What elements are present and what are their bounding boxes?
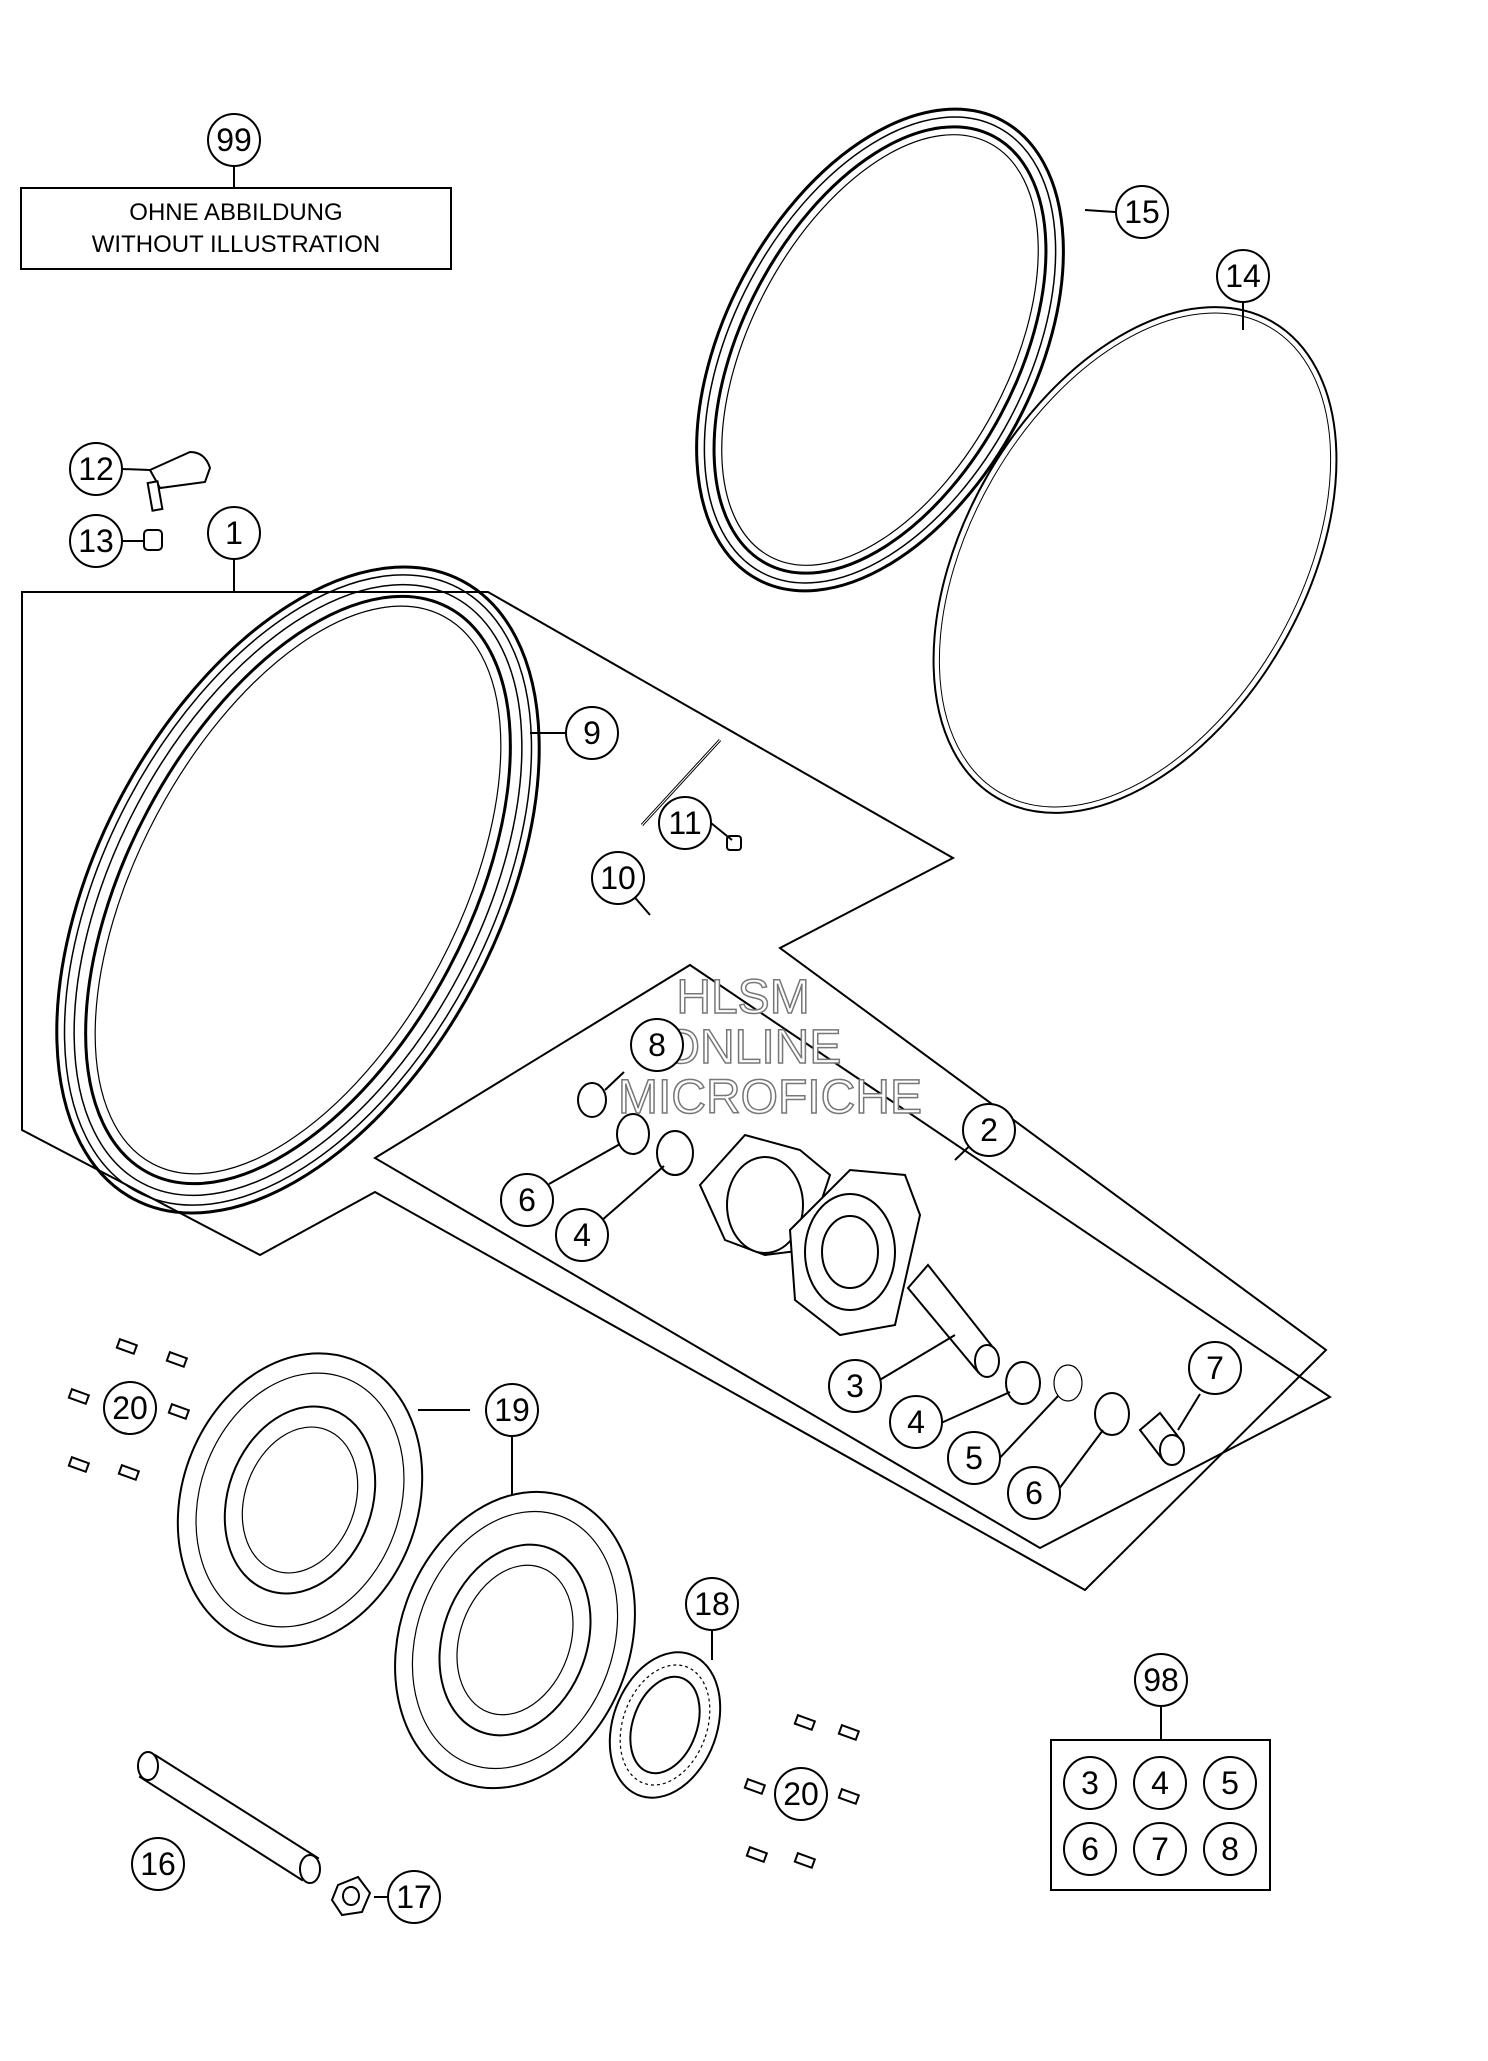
svg-text:14: 14 <box>1225 258 1261 294</box>
disc-bolts-group-top <box>67 1337 191 1482</box>
svg-text:3: 3 <box>1081 1765 1099 1801</box>
callout-8[interactable]: 8 <box>630 1018 684 1072</box>
callout-6-left[interactable]: 6 <box>500 1173 554 1227</box>
note-box <box>20 187 452 270</box>
bearing-part-4-right <box>1005 1361 1041 1405</box>
callout-4-left[interactable]: 4 <box>555 1208 609 1262</box>
callout-3[interactable]: 3 <box>828 1359 882 1413</box>
abs-sensor-ring-part <box>608 1651 722 1799</box>
callout-1[interactable]: 1 <box>207 506 261 560</box>
callout-10[interactable]: 10 <box>591 851 645 905</box>
kit-item-5[interactable]: 5 <box>1203 1756 1257 1810</box>
hub-part <box>698 1133 922 1337</box>
seal-part-6-left <box>616 1113 650 1155</box>
svg-text:6: 6 <box>518 1182 536 1218</box>
wheel-axle-part <box>137 1751 321 1884</box>
svg-text:4: 4 <box>907 1404 925 1440</box>
svg-text:11: 11 <box>668 805 701 841</box>
svg-text:12: 12 <box>78 451 114 487</box>
spoke-part-inner <box>641 739 721 826</box>
svg-text:6: 6 <box>1081 1831 1099 1867</box>
callout-14[interactable]: 14 <box>1216 249 1270 303</box>
watermark-line-2: ONLINE <box>663 1021 842 1074</box>
watermark-line-3: MICROFICHE <box>618 1071 922 1124</box>
svg-text:5: 5 <box>965 1440 983 1476</box>
callout-7[interactable]: 7 <box>1188 1341 1242 1395</box>
svg-text:3: 3 <box>846 1368 864 1404</box>
svg-text:13: 13 <box>78 523 114 559</box>
svg-text:16: 16 <box>140 1846 176 1882</box>
seal-part-6-right <box>1094 1392 1130 1436</box>
svg-text:8: 8 <box>1221 1831 1239 1867</box>
callout-13[interactable]: 13 <box>69 514 123 568</box>
tire-part <box>695 107 1065 593</box>
svg-text:8: 8 <box>648 1027 666 1063</box>
svg-text:7: 7 <box>1151 1831 1169 1867</box>
svg-text:6: 6 <box>1025 1475 1043 1511</box>
rim-tape-part <box>932 306 1338 814</box>
callout-18[interactable]: 18 <box>685 1577 739 1631</box>
svg-text:10: 10 <box>600 860 636 896</box>
callout-15[interactable]: 15 <box>1115 185 1169 239</box>
brake-disc-part-upper <box>176 1352 424 1648</box>
spacer-part <box>906 1263 1000 1378</box>
callout-16[interactable]: 16 <box>131 1837 185 1891</box>
svg-text:7: 7 <box>1206 1350 1224 1386</box>
rim-part <box>55 565 541 1215</box>
distance-sleeve-part <box>1138 1411 1185 1466</box>
kit-item-3[interactable]: 3 <box>1063 1756 1117 1810</box>
svg-text:4: 4 <box>1151 1765 1169 1801</box>
circlip-part <box>1053 1364 1083 1402</box>
callout-20-bottom[interactable]: 20 <box>774 1767 828 1821</box>
callout-99[interactable]: 99 <box>207 113 261 167</box>
svg-text:17: 17 <box>396 1879 432 1915</box>
svg-text:20: 20 <box>112 1390 148 1426</box>
svg-text:18: 18 <box>694 1586 730 1622</box>
kit-item-7[interactable]: 7 <box>1133 1822 1187 1876</box>
axle-nut-part <box>330 1875 372 1917</box>
callout-19[interactable]: 19 <box>485 1383 539 1437</box>
note-line-1: OHNE ABBILDUNG <box>129 199 342 226</box>
disc-bolts-group-bottom <box>743 1713 861 1870</box>
bearing-part-4-left <box>656 1130 694 1176</box>
svg-text:98: 98 <box>1143 1662 1179 1698</box>
wheel-assembly-boundary <box>21 591 1328 1592</box>
svg-text:19: 19 <box>494 1392 530 1428</box>
callout-17[interactable]: 17 <box>387 1870 441 1924</box>
kit-item-6[interactable]: 6 <box>1063 1822 1117 1876</box>
brake-disc-part-lower <box>394 1490 636 1790</box>
callout-98[interactable]: 98 <box>1134 1653 1188 1707</box>
svg-text:9: 9 <box>583 715 601 751</box>
callout-20-top[interactable]: 20 <box>103 1381 157 1435</box>
kit-item-4[interactable]: 4 <box>1133 1756 1187 1810</box>
note-line-2: WITHOUT ILLUSTRATION <box>92 231 380 258</box>
svg-text:99: 99 <box>216 122 252 158</box>
callout-6-right[interactable]: 6 <box>1007 1466 1061 1520</box>
svg-text:20: 20 <box>783 1776 819 1812</box>
callout-4-right[interactable]: 4 <box>889 1395 943 1449</box>
callout-11[interactable]: 11 <box>658 796 712 850</box>
callout-12[interactable]: 12 <box>69 442 123 496</box>
tire-pressure-sensor-valve <box>146 450 212 512</box>
svg-text:5: 5 <box>1221 1765 1239 1801</box>
kit-item-8[interactable]: 8 <box>1203 1822 1257 1876</box>
callout-5[interactable]: 5 <box>947 1431 1001 1485</box>
svg-text:1: 1 <box>225 515 243 551</box>
callout-9[interactable]: 9 <box>565 706 619 760</box>
svg-text:15: 15 <box>1124 194 1160 230</box>
bearing-part-8 <box>577 1082 607 1118</box>
watermark-line-1: HLSM <box>676 971 809 1024</box>
valve-nut <box>143 529 163 551</box>
svg-text:2: 2 <box>980 1112 998 1148</box>
hub-assembly-boundary <box>373 963 1332 1550</box>
svg-text:4: 4 <box>573 1217 591 1253</box>
callout-2[interactable]: 2 <box>962 1103 1016 1157</box>
